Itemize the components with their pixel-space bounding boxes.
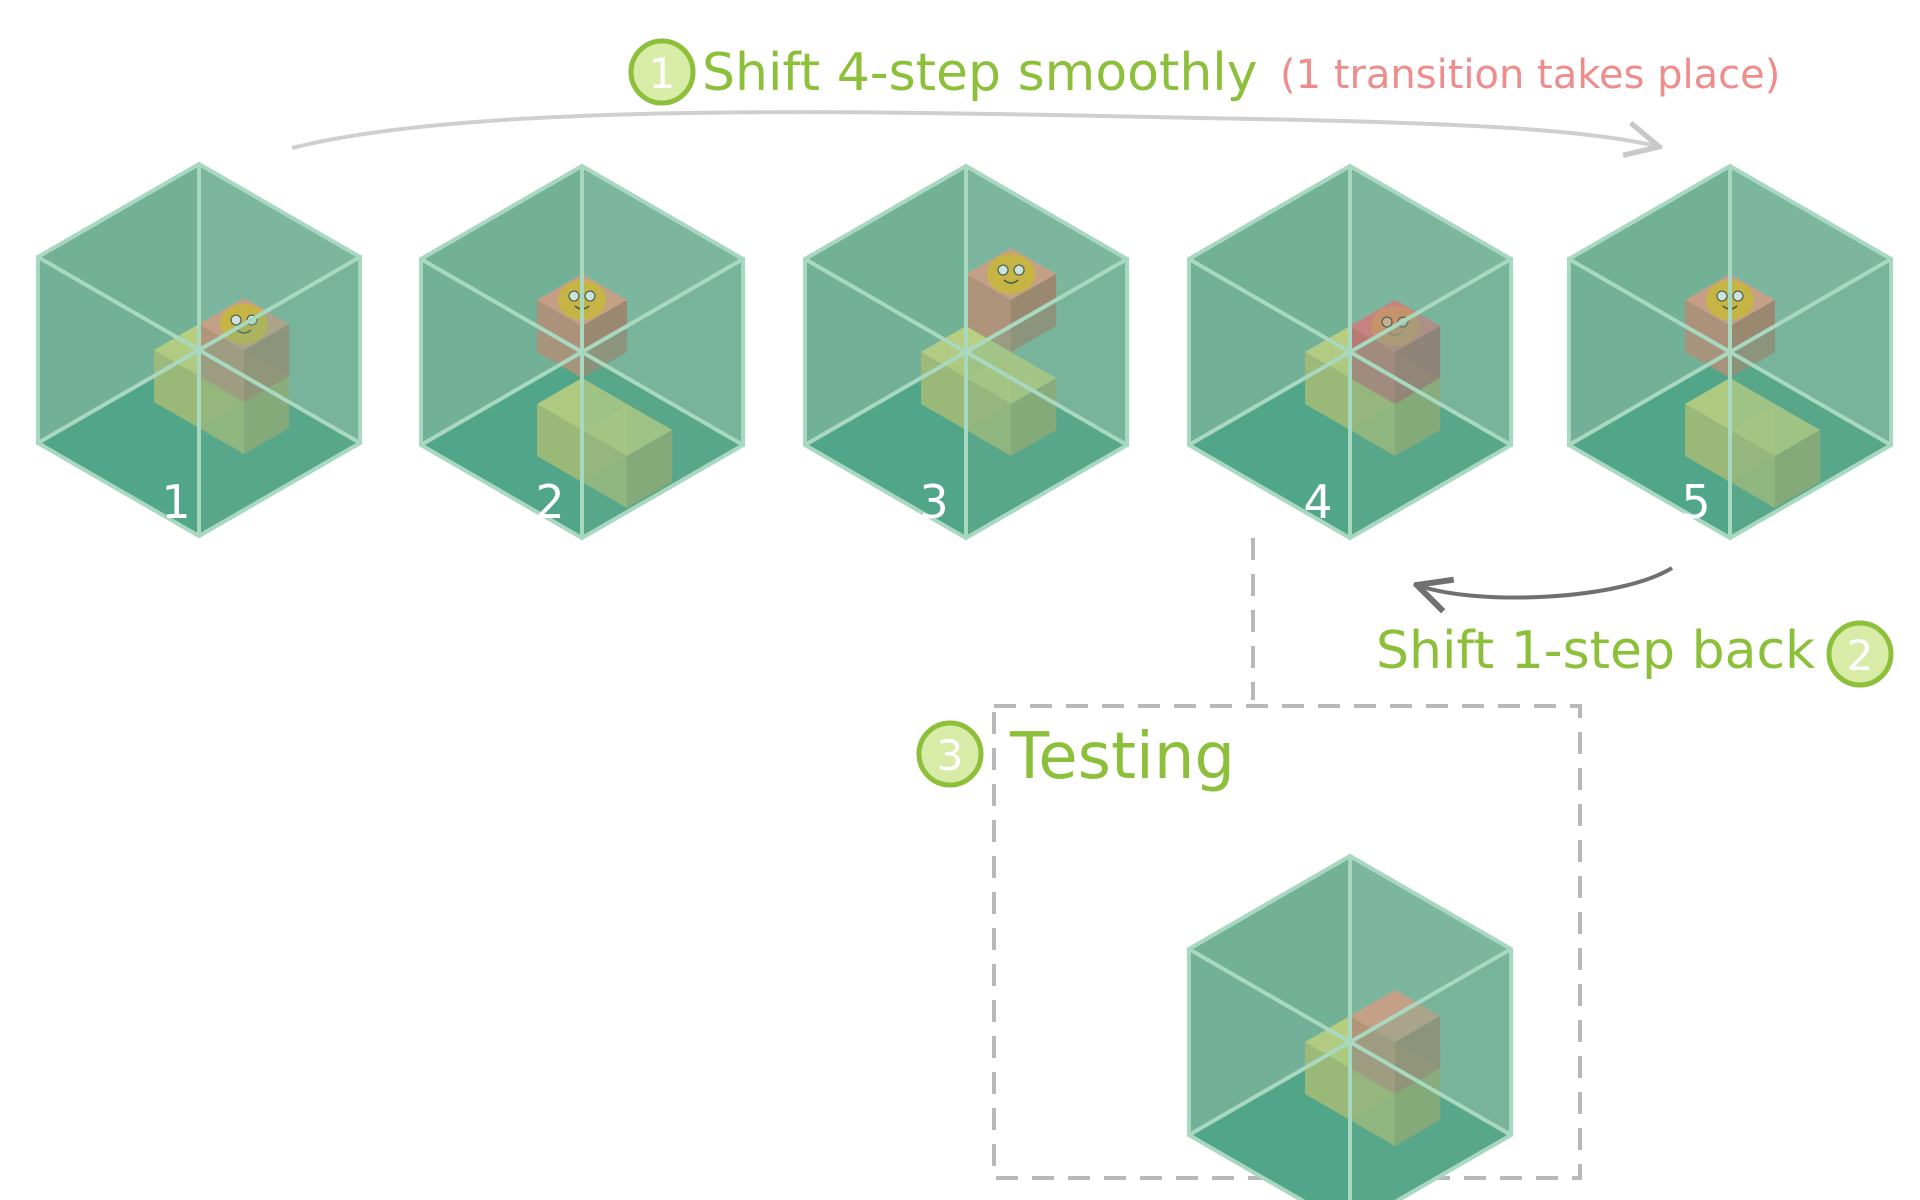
cube-edge [580, 443, 746, 540]
face-eye-left [1381, 316, 1393, 328]
cube-edge [35, 348, 201, 445]
cube-edge [802, 350, 968, 447]
block-front [537, 404, 582, 482]
block-front [1685, 404, 1730, 482]
cube-edge [1348, 164, 1514, 261]
frame-1-cube [35, 162, 363, 538]
cube-edge [197, 441, 363, 538]
frame-2-label: 2 [535, 475, 564, 529]
frame-4-cube [1186, 164, 1514, 540]
cube-edge [1186, 350, 1352, 447]
cube-edge [1186, 164, 1352, 261]
cube-edge [35, 441, 201, 538]
cube-edge [580, 164, 746, 261]
cube-edge [964, 164, 1130, 261]
cube-edge [197, 348, 363, 445]
cube-edge [1348, 854, 1514, 951]
face-eye-left [568, 290, 580, 302]
cube-edge [1348, 947, 1514, 1044]
cube-edge [35, 255, 201, 352]
testing-cube [1186, 854, 1514, 1200]
step2-label: Shift 1-step back 2 [1376, 620, 1894, 688]
cube-edge [802, 164, 968, 261]
cube-edge [418, 257, 584, 354]
back-arrow [1420, 566, 1674, 598]
cube-edge [802, 443, 968, 540]
cube-edge [35, 162, 201, 259]
cube-edge [418, 350, 584, 447]
cube-edge [1566, 350, 1732, 447]
step3-label: 3 Testing [916, 720, 1235, 794]
cube-edge [1394, 1133, 1514, 1200]
cube-edge [964, 443, 1130, 540]
cube-edge [1186, 1040, 1352, 1137]
front-wall-right [1350, 949, 1512, 1200]
step1-badge-number: 1 [649, 49, 676, 98]
step2-title: Shift 1-step back [1376, 621, 1815, 681]
cube-edge [1186, 257, 1352, 354]
cube-edge [1566, 164, 1732, 261]
front-wall-left [1188, 949, 1350, 1200]
cube-edge [1348, 1040, 1514, 1137]
cube-edge [1566, 443, 1732, 540]
cube-edge [1186, 443, 1352, 540]
cube-edge [1728, 164, 1894, 261]
step3-title: Testing [1009, 720, 1235, 794]
cube-edge [1348, 257, 1514, 354]
step2-badge-circle [1826, 620, 1894, 688]
step1-title: Shift 4-step smoothly [702, 43, 1258, 103]
cube-edge [964, 257, 1130, 354]
cube-edge [418, 443, 584, 540]
frame-4-label: 4 [1303, 475, 1332, 529]
face-eye-left [997, 264, 1009, 276]
cube-edge [580, 257, 746, 354]
step1-note: (1 transition takes place) [1280, 52, 1780, 98]
face-icon [987, 254, 1036, 295]
cube-edge [1728, 257, 1894, 354]
cube-edge [964, 350, 1130, 447]
forward-arrow [291, 110, 1656, 148]
frame-3-label: 3 [919, 475, 948, 529]
cube-edge [1186, 1133, 1306, 1200]
step1-header: 1 Shift 4-step smoothly (1 transition ta… [628, 38, 1780, 106]
cube-edge [1348, 350, 1514, 447]
cube-edge [1186, 947, 1352, 1044]
step3-badge-number: 3 [937, 731, 964, 780]
step2-badge-number: 2 [1847, 631, 1874, 680]
cube-edge [197, 255, 363, 352]
frame-5-label: 5 [1681, 475, 1710, 529]
cube-edge [418, 164, 584, 261]
cube-edge [1728, 443, 1894, 540]
cube-edge [1348, 443, 1514, 540]
frame-3-cube [802, 164, 1130, 540]
step3-badge-circle [916, 720, 984, 788]
face-eye-right [1013, 264, 1025, 276]
cube-edge [1566, 257, 1732, 354]
cube-edge [802, 257, 968, 354]
cube-edge [1186, 854, 1352, 951]
face-eye-left [1716, 290, 1728, 302]
step1-badge-circle [628, 38, 696, 106]
face-eye-right [584, 290, 596, 302]
face-eye-right [1732, 290, 1744, 302]
frame-1-label: 1 [161, 475, 190, 529]
frame-2-cube [418, 164, 746, 540]
face-mouth [1003, 279, 1019, 284]
cube-edge [1728, 350, 1894, 447]
frame-5-cube [1566, 164, 1894, 540]
face-eye-left [230, 314, 242, 326]
cube-edge [197, 162, 363, 259]
cube-edge [580, 350, 746, 447]
